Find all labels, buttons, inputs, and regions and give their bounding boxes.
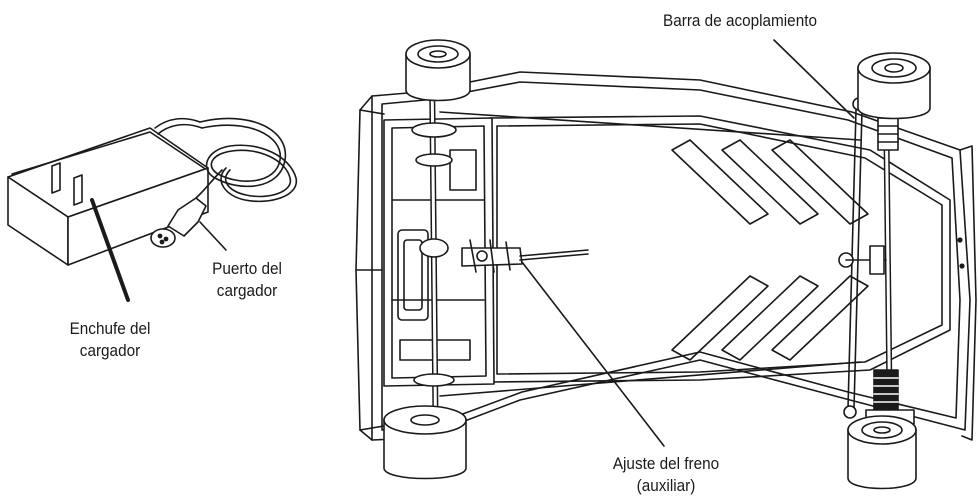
- tie-rod-label-text: Barra de acoplamiento: [663, 11, 817, 30]
- charger-port-label-line-2: cargador: [216, 281, 278, 300]
- brake-adjust-label-line-1: Ajuste del freno: [612, 454, 720, 473]
- charger-plug-label-line-1: Enchufe del: [69, 319, 151, 338]
- charger-port-label-line-1: Puerto del: [212, 259, 282, 278]
- charger-plug-label-line-2: cargador: [79, 341, 141, 360]
- brake-adjust-label-line-2: (auxiliar): [636, 476, 696, 495]
- tie-rod-label: Barra de acoplamiento: [650, 10, 830, 32]
- kart-chassis-illustration: [355, 39, 977, 490]
- brake-adjust-label: Ajuste del freno (auxiliar): [592, 453, 740, 497]
- charger-illustration: [7, 117, 297, 302]
- charger-plug-label: Enchufe del cargador: [56, 318, 164, 362]
- charger-port-label: Puerto del cargador: [199, 258, 294, 302]
